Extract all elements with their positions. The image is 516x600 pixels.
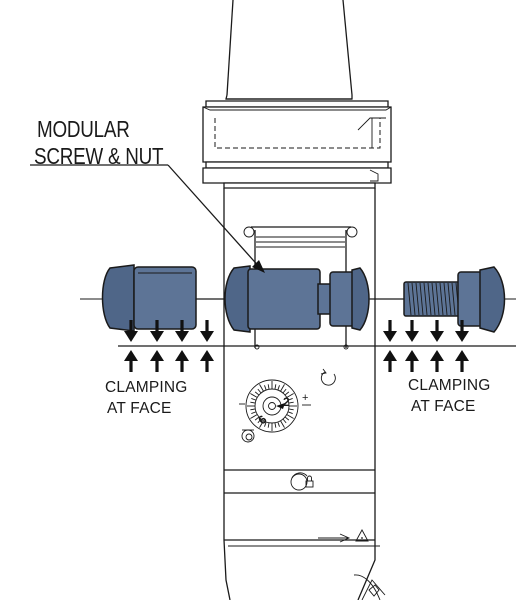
clamp-arrow-up	[455, 350, 469, 372]
dial-tick	[254, 391, 260, 396]
dial-tick	[280, 384, 285, 392]
dial-tick	[284, 416, 290, 421]
flange-collar	[202, 100, 392, 189]
dial-tick	[287, 398, 293, 401]
clamp-arrow-down	[430, 320, 444, 342]
thread-line	[431, 282, 436, 316]
dial-tick	[277, 385, 280, 391]
dial-tick	[264, 385, 267, 391]
clamp-arrow-down	[175, 320, 189, 342]
dial-tick	[251, 398, 257, 401]
dial-tick	[286, 414, 294, 419]
dial-tick	[250, 414, 258, 419]
dial-tick	[288, 401, 294, 404]
thread-line	[407, 282, 412, 316]
thread-line	[435, 282, 440, 316]
dial-ticks	[247, 381, 297, 431]
dial-tick	[282, 388, 287, 394]
dial-tick	[254, 416, 260, 421]
dial-tick	[280, 420, 285, 428]
dial-tick	[250, 401, 256, 404]
dial-tick	[259, 420, 264, 428]
thread-line	[411, 282, 416, 316]
dial-tick	[287, 411, 293, 414]
clamping-force-arrows	[124, 320, 469, 372]
clamp-arrow-up	[150, 350, 164, 372]
clamp-arrow-up	[430, 350, 444, 372]
dial-tick	[286, 393, 294, 398]
dial-tick	[267, 422, 270, 428]
callout-title-line2: SCREW & NUT	[34, 143, 164, 169]
adjustment-dial[interactable]: 2 6 +	[239, 379, 311, 433]
thread-lines	[407, 282, 460, 316]
thread-line	[415, 282, 420, 316]
dial-number-top: 2	[283, 395, 290, 409]
thread-line	[427, 282, 432, 316]
right-threaded-component	[403, 266, 506, 333]
tapered-shank	[225, 0, 353, 100]
thread-line	[419, 282, 424, 316]
dial-tick	[277, 421, 280, 427]
dial-tick	[259, 384, 264, 392]
dial-number-bottom: 6	[255, 412, 269, 427]
dial-tick	[274, 384, 277, 390]
dial-tick	[274, 422, 277, 428]
svg-text:+: +	[302, 392, 308, 404]
clamping-left-line2: AT FACE	[107, 400, 172, 417]
screw-head-icon	[241, 429, 255, 443]
clamp-arrow-down	[124, 320, 138, 342]
dial-tick	[267, 384, 270, 390]
dial-tick	[264, 421, 267, 427]
dial-tick	[257, 388, 262, 394]
dial-tick	[251, 411, 257, 414]
clamp-arrow-down	[405, 320, 419, 342]
center-modular-screw-nut	[224, 265, 406, 333]
thread-line	[423, 282, 428, 316]
dial-tick	[288, 408, 294, 411]
thread-line	[451, 282, 456, 316]
thread-line	[439, 282, 444, 316]
dial-tick	[250, 393, 258, 398]
lock-icon	[290, 472, 314, 491]
clamping-right-line2: AT FACE	[411, 398, 476, 415]
main-body	[223, 188, 386, 600]
callout-leader	[30, 164, 265, 273]
left-modular-component	[101, 264, 224, 332]
clamp-arrow-up	[383, 350, 397, 372]
dial-tick	[250, 408, 256, 411]
clamp-arrow-down	[455, 320, 469, 342]
dial-tick	[257, 418, 262, 424]
callout-title-line1: MODULAR	[37, 116, 130, 142]
dial-tick	[282, 418, 287, 424]
clamp-arrow-down	[383, 320, 397, 342]
clamping-left-line1: CLAMPING	[105, 379, 188, 396]
clamp-arrow-up	[200, 350, 214, 372]
clamp-arrow-up	[124, 350, 138, 372]
dial-tick	[284, 391, 290, 396]
thread-line	[447, 282, 452, 316]
thread-line	[443, 282, 448, 316]
rotate-icon	[320, 368, 336, 386]
clamping-right-line1: CLAMPING	[408, 377, 491, 394]
clamp-arrow-up	[405, 350, 419, 372]
clamp-arrow-down	[200, 320, 214, 342]
clamp-arrow-up	[175, 350, 189, 372]
clamp-arrow-down	[150, 320, 164, 342]
